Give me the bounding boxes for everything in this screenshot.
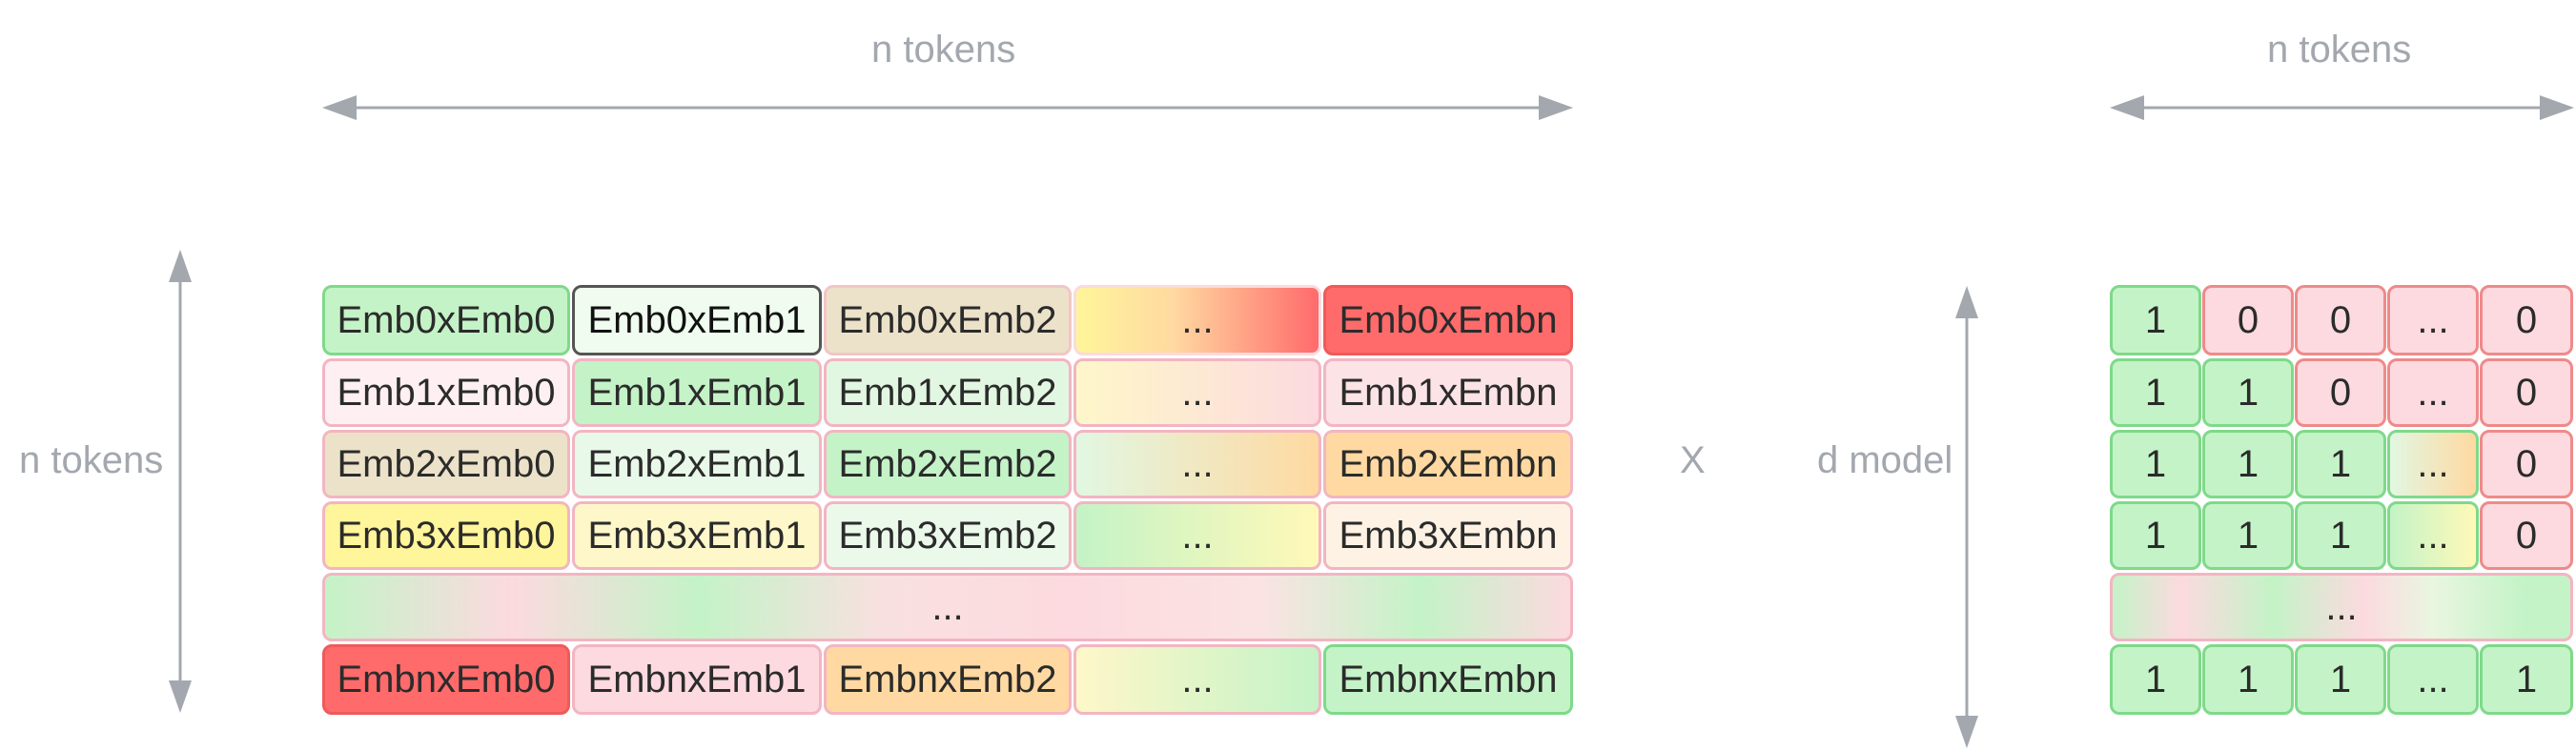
matrix-cell: EmbnxEmb0 <box>322 644 570 715</box>
d-model-vertical-arrow <box>1955 286 1978 748</box>
matrix-cell: EmbnxEmb2 <box>824 644 1072 715</box>
mask-cell: ... <box>2387 358 2479 427</box>
mask-cell: ... <box>2387 501 2479 570</box>
mask-cell: 1 <box>2202 644 2294 715</box>
mask-cell: 0 <box>2480 285 2573 355</box>
mask-cell: 0 <box>2202 285 2294 355</box>
matrix-cell: EmbnxEmb1 <box>572 644 822 715</box>
mask-cell: ... <box>2387 285 2479 355</box>
mask-cell: 1 <box>2295 644 2386 715</box>
mask-cell: 0 <box>2295 358 2386 427</box>
matrix-cell: Emb3xEmbn <box>1323 501 1573 570</box>
matrix-cell: ... <box>1073 501 1321 570</box>
matrix-cell: Emb0xEmb0 <box>322 285 570 355</box>
mask-ellipsis-row: ... <box>2110 573 2573 641</box>
mask-cell: 1 <box>2295 430 2386 498</box>
matrix-cell: Emb1xEmbn <box>1323 358 1573 427</box>
left-vertical-arrow <box>169 250 192 713</box>
mask-cell: 0 <box>2480 358 2573 427</box>
top-left-horizontal-arrow <box>322 95 1573 120</box>
mask-cell: 1 <box>2110 501 2201 570</box>
matrix-cell: Emb0xEmb1 <box>572 285 822 355</box>
mask-cell: 1 <box>2480 644 2573 715</box>
matrix-cell: Emb2xEmb1 <box>572 430 822 498</box>
matrix-cell: Emb0xEmbn <box>1323 285 1573 355</box>
matrix-cell: ... <box>1073 644 1321 715</box>
matrix-ellipsis-row: ... <box>322 573 1573 641</box>
matrix-cell: EmbnxEmbn <box>1323 644 1573 715</box>
top-right-n-tokens-label: n tokens <box>2267 29 2412 71</box>
matrix-cell: Emb0xEmb2 <box>824 285 1072 355</box>
mask-cell: 1 <box>2202 501 2294 570</box>
top-right-horizontal-arrow <box>2110 95 2574 120</box>
mask-cell: 1 <box>2110 430 2201 498</box>
mask-cell: ... <box>2387 644 2479 715</box>
matrix-cell: Emb3xEmb0 <box>322 501 570 570</box>
matrix-cell: Emb1xEmb0 <box>322 358 570 427</box>
matrix-cell: Emb2xEmb2 <box>824 430 1072 498</box>
matrix-cell: Emb1xEmb1 <box>572 358 822 427</box>
top-left-n-tokens-label: n tokens <box>871 29 1016 71</box>
mask-cell: 0 <box>2480 430 2573 498</box>
mask-cell: 1 <box>2295 501 2386 570</box>
mask-cell: 0 <box>2295 285 2386 355</box>
matrix-cell: ... <box>1073 430 1321 498</box>
matrix-cell: ... <box>1073 358 1321 427</box>
multiply-symbol: X <box>1680 439 1706 481</box>
mask-cell: 1 <box>2202 358 2294 427</box>
matrix-cell: Emb2xEmbn <box>1323 430 1573 498</box>
mask-cell: 1 <box>2110 285 2201 355</box>
left-n-tokens-label: n tokens <box>19 439 164 481</box>
d-model-label: d model <box>1817 439 1953 481</box>
matrix-cell: Emb3xEmb2 <box>824 501 1072 570</box>
matrix-cell: Emb2xEmb0 <box>322 430 570 498</box>
mask-cell: 0 <box>2480 501 2573 570</box>
mask-cell: ... <box>2387 430 2479 498</box>
matrix-cell: Emb3xEmb1 <box>572 501 822 570</box>
matrix-cell: Emb1xEmb2 <box>824 358 1072 427</box>
mask-cell: 1 <box>2110 358 2201 427</box>
mask-cell: 1 <box>2110 644 2201 715</box>
matrix-cell: ... <box>1073 285 1321 355</box>
mask-cell: 1 <box>2202 430 2294 498</box>
